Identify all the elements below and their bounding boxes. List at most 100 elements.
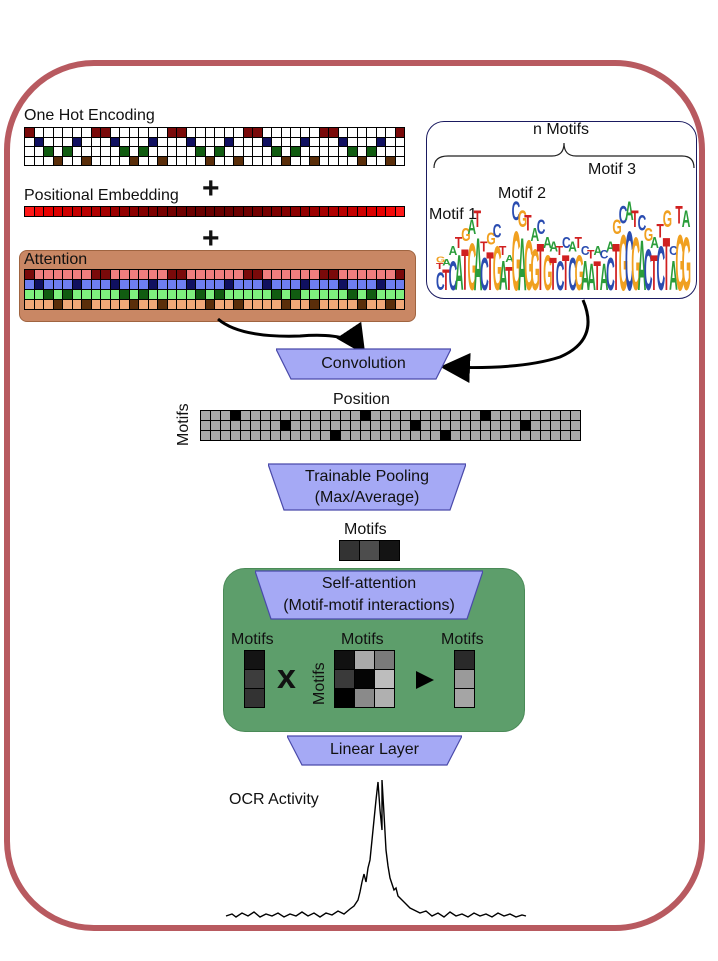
one-hot-cell (319, 156, 329, 166)
one-hot-cell (338, 147, 348, 157)
attention-cell (376, 290, 386, 300)
logo-letter: A (549, 238, 558, 254)
one-hot-cell (186, 156, 196, 166)
attention-cell (367, 280, 377, 290)
one-hot-cell (72, 137, 82, 147)
conv-cell (361, 421, 371, 431)
conv-cell (401, 411, 411, 421)
one-hot-cell (291, 128, 301, 138)
sa-matrix-cell (375, 689, 395, 708)
sa-matrix-cell (335, 651, 355, 670)
attention-cell (44, 270, 54, 280)
one-hot-cell (215, 137, 225, 147)
attention-cell (158, 270, 168, 280)
one-hot-cell (63, 156, 73, 166)
conv-cell (201, 411, 211, 421)
attention-cell (253, 290, 263, 300)
attention-cell (386, 290, 396, 300)
conv-cell (511, 411, 521, 421)
one-hot-cell (44, 128, 54, 138)
positional-cell (243, 207, 253, 217)
conv-cell (481, 421, 491, 431)
conv-cell (261, 431, 271, 441)
one-hot-cell (300, 128, 310, 138)
logo-letter: T (461, 237, 468, 295)
one-hot-cell (243, 137, 253, 147)
one-hot-cell (148, 137, 158, 147)
one-hot-cell (167, 128, 177, 138)
one-hot-cell (300, 147, 310, 157)
sa-matrix-cell (355, 651, 375, 670)
one-hot-grid (24, 127, 405, 166)
one-hot-cell (310, 128, 320, 138)
conv-cell (411, 421, 421, 431)
model-frame (4, 60, 705, 931)
attention-cell (386, 300, 396, 310)
one-hot-cell (91, 137, 101, 147)
logo-letter: G (518, 206, 527, 233)
one-hot-cell (101, 137, 111, 147)
one-hot-cell (53, 137, 63, 147)
ocr-activity-label: OCR Activity (229, 791, 319, 808)
logo-letter: T (675, 202, 682, 230)
one-hot-cell (177, 156, 187, 166)
conv-cell (361, 411, 371, 421)
logo-letter: T (499, 243, 507, 258)
logo-letter: G (631, 223, 640, 295)
conv-cell (551, 421, 561, 431)
positional-cell (329, 207, 339, 217)
positional-cell (63, 207, 73, 217)
one-hot-cell (338, 128, 348, 138)
attention-cell (110, 300, 120, 310)
conv-cell (281, 411, 291, 421)
attention-cell (101, 280, 111, 290)
positional-cell (158, 207, 168, 217)
attention-cell (215, 290, 225, 300)
sa-output-cell (455, 670, 475, 689)
attention-cell (348, 290, 358, 300)
positional-cell (129, 207, 139, 217)
attention-cell (167, 280, 177, 290)
positional-cell (386, 207, 396, 217)
attention-cell (91, 280, 101, 290)
logo-letter: G (531, 237, 540, 295)
positional-cell (177, 207, 187, 217)
one-hot-cell (63, 147, 73, 157)
logo-letter: T (631, 206, 639, 233)
logo-letter: A (474, 223, 483, 295)
logo-letter: C (449, 252, 458, 295)
one-hot-cell (272, 128, 282, 138)
logo-letter: A (625, 197, 634, 227)
logo-letter: C (568, 249, 577, 295)
positional-cell (234, 207, 244, 217)
one-hot-cell (300, 137, 310, 147)
attention-cell (281, 300, 291, 310)
attention-cell (357, 280, 367, 290)
conv-cell (381, 431, 391, 441)
conv-cell (441, 431, 451, 441)
attention-cell (129, 300, 139, 310)
conv-cell (211, 431, 221, 441)
conv-cell (551, 431, 561, 441)
one-hot-cell (177, 128, 187, 138)
positional-cell (310, 207, 320, 217)
one-hot-cell (338, 156, 348, 166)
one-hot-cell (34, 147, 44, 157)
attention-cell (395, 270, 405, 280)
attention-cell (72, 290, 82, 300)
sa-motifs-mid-label: Motifs (341, 631, 384, 648)
positional-cell (338, 207, 348, 217)
one-hot-cell (253, 137, 263, 147)
one-hot-cell (224, 156, 234, 166)
logo-letter: T (436, 263, 444, 272)
attention-cell (25, 300, 35, 310)
attention-cell (196, 290, 206, 300)
logo-letter: G (675, 219, 684, 295)
logo-letter: A (594, 243, 603, 258)
one-hot-cell (310, 156, 320, 166)
one-hot-cell (72, 156, 82, 166)
attention-cell (82, 270, 92, 280)
attention-cell (310, 290, 320, 300)
conv-cell (221, 431, 231, 441)
positional-cell (262, 207, 272, 217)
